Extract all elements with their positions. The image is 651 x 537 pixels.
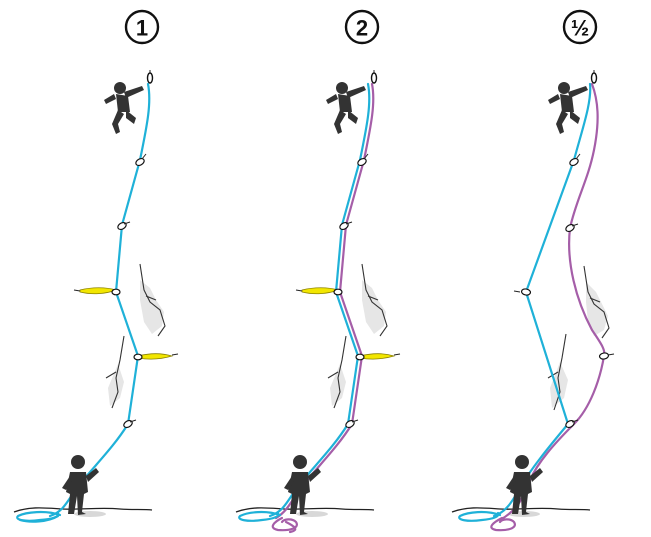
quickdraw bbox=[569, 153, 581, 167]
belayer bbox=[62, 455, 99, 515]
panel-badge: 1 bbox=[124, 9, 160, 45]
quickdraw bbox=[357, 153, 369, 167]
extended-sling bbox=[133, 353, 179, 361]
quickdraw bbox=[123, 419, 137, 429]
rope-a bbox=[48, 82, 151, 518]
panel-badge: 2 bbox=[344, 9, 380, 45]
rope-b bbox=[498, 82, 606, 522]
top-anchor bbox=[146, 70, 154, 84]
rope-a bbox=[268, 82, 371, 518]
rock-features bbox=[547, 265, 610, 411]
rope-a bbox=[492, 82, 592, 518]
extended-sling bbox=[295, 287, 343, 296]
extended-sling bbox=[355, 353, 401, 361]
top-anchor bbox=[370, 70, 378, 84]
quickdraw bbox=[565, 223, 579, 233]
rope-b bbox=[274, 82, 375, 520]
climber bbox=[104, 82, 144, 134]
panel-badge: ½ bbox=[562, 9, 598, 45]
belayer bbox=[284, 455, 321, 515]
quickdraw bbox=[135, 153, 147, 167]
belayer bbox=[506, 455, 543, 515]
ground-line bbox=[235, 507, 375, 513]
rope-pile bbox=[238, 510, 298, 534]
panel-half-ropes: ½ bbox=[451, 9, 615, 532]
rock-features bbox=[327, 263, 388, 409]
quickdraw bbox=[339, 221, 353, 231]
quickdraw bbox=[345, 419, 359, 429]
quickdraw bbox=[117, 221, 131, 231]
panel-label: 1 bbox=[136, 16, 148, 41]
panel-label: ½ bbox=[571, 16, 589, 41]
climber bbox=[326, 82, 366, 134]
ground-line bbox=[13, 507, 153, 513]
rock-features bbox=[105, 263, 166, 409]
climber bbox=[548, 82, 588, 134]
rope-pile bbox=[16, 510, 62, 523]
top-anchor bbox=[590, 70, 598, 84]
quickdraw bbox=[598, 352, 615, 360]
extended-sling bbox=[73, 287, 121, 296]
rope-pile bbox=[458, 510, 516, 532]
panel-twin-rope: 2 bbox=[235, 9, 401, 534]
panel-label: 2 bbox=[356, 16, 368, 41]
ground-line bbox=[451, 507, 591, 513]
panel-single-rope: 1 bbox=[13, 9, 179, 523]
quickdraw bbox=[565, 419, 579, 429]
quickdraw bbox=[513, 288, 532, 296]
